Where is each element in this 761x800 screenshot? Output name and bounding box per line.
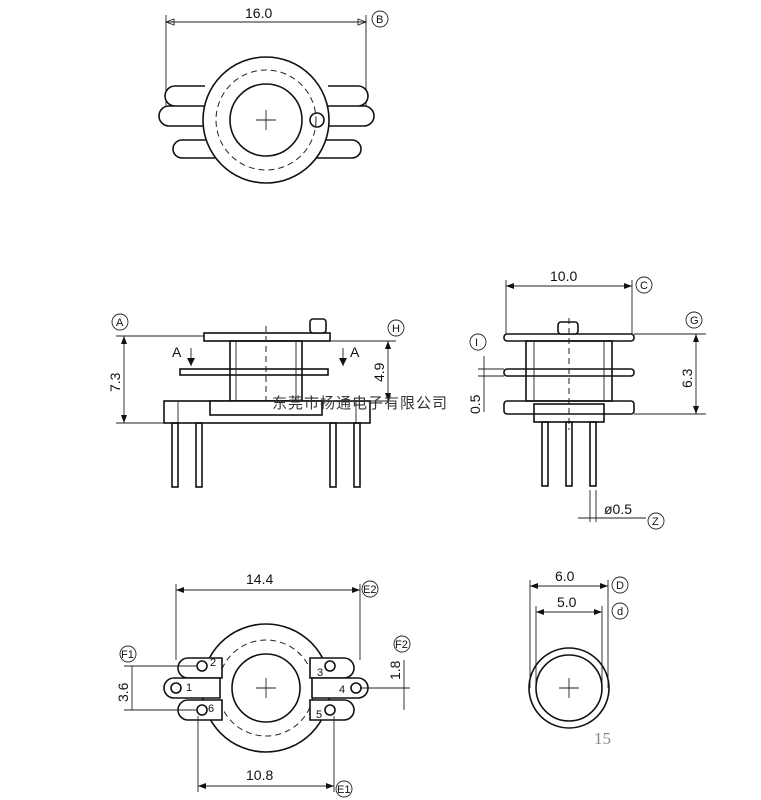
dim-bottom-width: 14.4 [246,571,273,587]
ref-label-f2: F2 [395,639,408,651]
dim-bottom-pin-span: 10.8 [246,767,273,783]
dim-outer-diameter: 6.0 [555,568,575,584]
tube-section-view: 6.0 D 5.0 d [528,568,629,729]
page-number: 15 [594,729,611,748]
top-view: 16.0 B [158,5,389,184]
ref-label-i: I [475,337,478,349]
pin-number-4: 4 [339,684,345,696]
section-mark-right: A [350,344,360,360]
ref-label-b: B [376,14,383,26]
ref-label-g: G [690,315,699,327]
front-view: A A 7.3 A 4.9 H [107,313,405,488]
pin-number-1: 1 [186,682,192,694]
pin-number-6: 6 [208,703,214,715]
dim-top-width: 16.0 [245,5,272,21]
dim-overall-height: 7.3 [107,372,123,392]
pin-number-5: 5 [316,709,322,721]
dim-pin-diameter: ø0.5 [604,501,632,517]
ref-label-h: H [392,323,400,335]
dim-inner-diameter: 5.0 [557,594,577,610]
pin-number-2: 2 [210,657,216,669]
dim-pin-pitch-height: 6.3 [679,368,695,388]
watermark: 东莞市扬通电子有限公司 [272,394,448,412]
section-mark-left: A [172,344,182,360]
ref-circle-b [371,10,389,28]
side-view: 10.0 C 6.3 G 0.5 I ø0 [467,268,706,530]
ref-label-d-upper: D [616,580,624,592]
ref-label-c: C [640,280,648,292]
ref-label-f1: F1 [121,649,134,661]
ref-label-e2: E2 [363,584,376,596]
dim-pin-offset: 1.8 [387,660,403,680]
ref-label-z: Z [652,516,659,528]
dim-flange-thickness: 0.5 [467,394,483,414]
ref-label-a: A [116,317,124,329]
pin-number-3: 3 [317,667,323,679]
ref-label-e1: E1 [337,784,350,796]
dim-pin-row-spacing: 3.6 [115,682,131,702]
dim-side-width: 10.0 [550,268,577,284]
bottom-view: 14.4 E2 1 2 3 4 5 6 3.6 F1 1.8 [115,571,411,798]
dim-flange-height: 4.9 [371,362,387,382]
ref-label-d-lower: d [617,606,623,618]
